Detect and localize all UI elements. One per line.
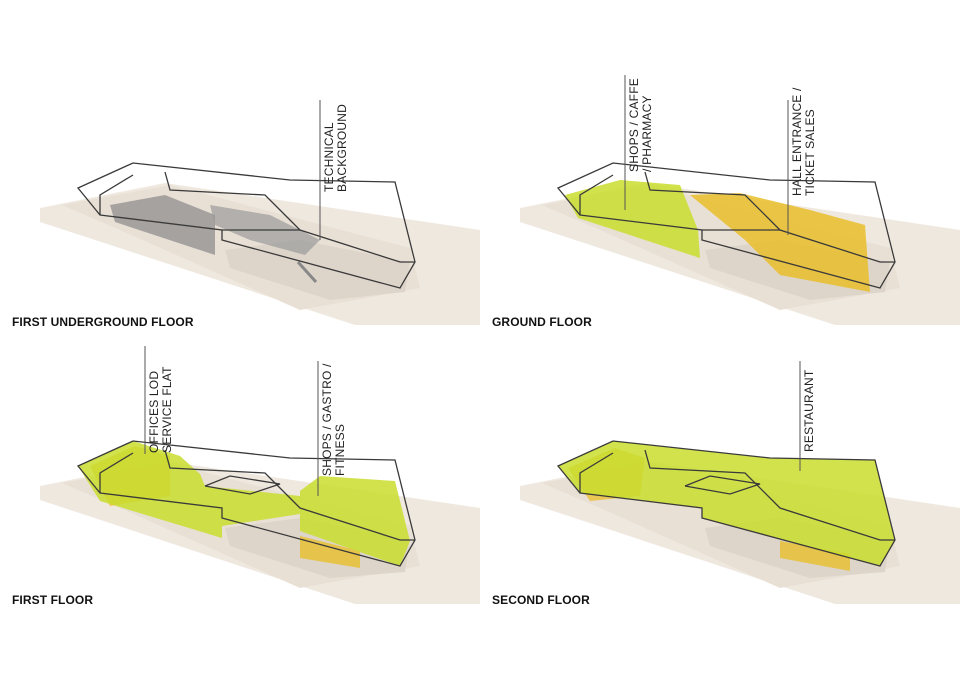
label-shops-caffe-pharmacy: SHOPS / CAFFE / PHARMACY [627,78,654,172]
building-outline [76,162,416,289]
label-line: RESTAURANT [802,369,816,452]
hall-entrance-zone [690,193,870,292]
building-shadow [225,240,410,300]
massing-diagram-ground [520,75,960,325]
shops-gastro-zone [300,476,410,566]
massing-diagram-second [520,361,960,604]
label-offices-lod-service-flat: OFFICES LOD SERVICE FLAT [147,366,174,453]
floor-title: SECOND FLOOR [492,593,590,607]
technical-zone [110,195,215,255]
label-technical-background: TECHNICAL BACKGROUND [322,103,349,192]
shops-zone [565,180,700,258]
yellow-core-lower [300,536,360,568]
label-line: / PHARMACY [640,95,654,172]
floor-title: GROUND FLOOR [492,315,592,329]
panel-ground-floor: SHOPS / CAFFE / PHARMACY HALL ENTRANCE /… [480,0,960,346]
label-hall-entrance-ticket-sales: HALL ENTRANCE / TICKET SALES [790,87,817,196]
panel-first-underground-floor: TECHNICAL BACKGROUND FIRST UNDERGROUND F… [0,0,480,346]
building-outline [76,440,416,567]
floor-title: FIRST FLOOR [12,593,94,607]
label-line: BACKGROUND [335,103,349,192]
panel-second-floor: RESTAURANT SECOND FLOOR [480,346,960,692]
massing-diagram-first [40,346,480,604]
building-outline [556,162,896,289]
massing-diagram-underground [40,100,480,325]
label-line: SERVICE FLAT [160,366,174,453]
panel-first-floor: OFFICES LOD SERVICE FLAT SHOPS / GASTRO … [0,346,480,692]
restaurant-zone [558,441,895,566]
label-line: TICKET SALES [803,109,817,196]
floor-title: FIRST UNDERGROUND FLOOR [12,315,194,329]
offices-zone [78,441,300,538]
label-shops-gastro-fitness: SHOPS / GASTRO / FITNESS [320,363,347,476]
technical-stair [296,260,318,284]
yellow-core-lower [780,541,850,571]
label-restaurant: RESTAURANT [802,369,816,452]
building-outline [556,440,896,567]
label-line: FITNESS [333,423,347,476]
